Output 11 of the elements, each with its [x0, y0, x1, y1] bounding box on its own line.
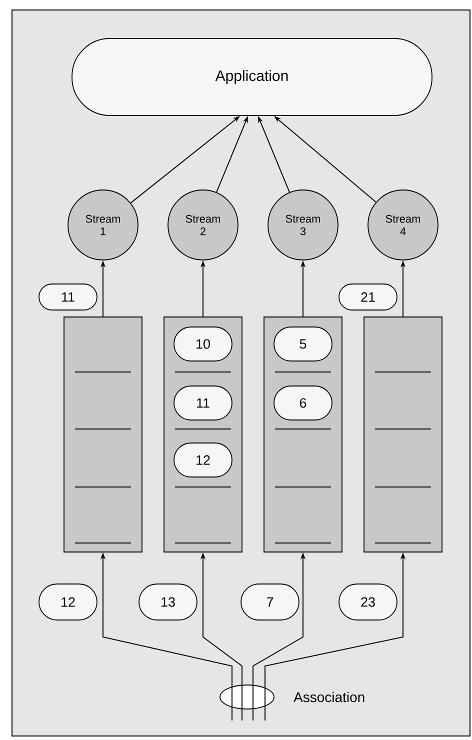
number-pill: 23 [338, 584, 398, 620]
number-pill: 11 [38, 284, 98, 310]
node-label: Association [294, 692, 364, 702]
queue-column [364, 316, 442, 552]
number-pill: 21 [338, 284, 398, 310]
number-pill: 12 [38, 584, 98, 620]
application-box: Application [72, 38, 432, 116]
association-ellipse [220, 684, 274, 710]
number-pill: 13 [138, 584, 198, 620]
number-pill: 7 [240, 584, 300, 620]
queue-column [64, 316, 142, 552]
